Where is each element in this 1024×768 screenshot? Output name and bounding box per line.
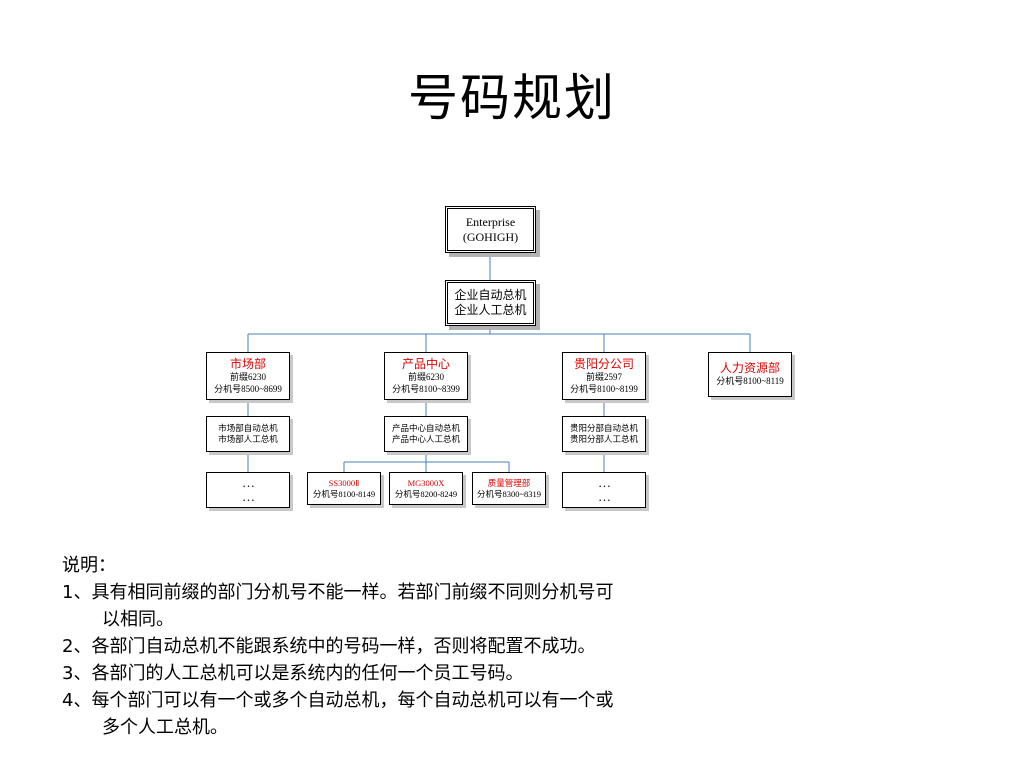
child-name: MG3000X <box>407 477 445 488</box>
dept-name: 产品中心 <box>401 357 450 372</box>
dept-prefix: 前缀2597 <box>585 372 622 383</box>
switchboard-node-guiyang-branch: 贵阳分部自动总机 贵阳分部人工总机 <box>562 416 646 452</box>
enterprise-root-node: Enterprise (GOHIGH) <box>445 206 536 253</box>
dept-prefix: 前缀6230 <box>229 372 266 383</box>
note-4: 4、每个部门可以有一个或多个自动总机，每个自动总机可以有一个或 <box>62 690 614 711</box>
manual-switchboard-label: 市场部人工总机 <box>218 434 278 444</box>
dept-extension-range: 分机号8100~8119 <box>716 376 784 387</box>
notes-heading: 说明： <box>62 555 116 576</box>
switchboard-node-product-center: 产品中心自动总机 产品中心人工总机 <box>384 416 468 452</box>
child-extension-range: 分机号8200-8249 <box>394 488 458 499</box>
child-extension-range: 分机号8300~8319 <box>476 488 542 499</box>
child-extension-range: 分机号8100-8149 <box>312 488 376 499</box>
ellipsis-line1: … <box>242 475 255 490</box>
note-1-continued: 以相同。 <box>102 609 174 630</box>
ellipsis-line2: … <box>598 489 611 504</box>
note-1: 1、具有相同前缀的部门分机号不能一样。若部门前缀不同则分机号可 <box>62 582 614 603</box>
enterprise-switchboard-line1: 企业自动总机 <box>454 288 527 302</box>
product-child-quality-dept: 质量管理部 分机号8300~8319 <box>472 472 546 505</box>
notes-section: 说明： 1、具有相同前缀的部门分机号不能一样。若部门前缀不同则分机号可 以相同。… <box>62 552 782 741</box>
product-child-mg3000x: MG3000X 分机号8200-8249 <box>389 472 463 505</box>
dept-node-product-center: 产品中心 前缀6230 分机号8100~8399 <box>384 352 468 400</box>
note-3: 3、各部门的人工总机可以是系统内的任何一个员工号码。 <box>62 663 524 684</box>
auto-switchboard-label: 贵阳分部自动总机 <box>569 423 638 434</box>
dept-extension-range: 分机号8100~8399 <box>392 383 460 394</box>
dept-extension-range: 分机号8100~8199 <box>570 383 638 394</box>
dept-node-hr: 人力资源部 分机号8100~8119 <box>708 352 792 397</box>
manual-switchboard-label: 产品中心人工总机 <box>391 434 460 444</box>
more-node-marketing: … … <box>206 472 290 508</box>
enterprise-root-line2: (GOHIGH) <box>462 229 519 244</box>
note-2: 2、各部门自动总机不能跟系统中的号码一样，否则将配置不成功。 <box>62 636 596 657</box>
dept-node-guiyang-branch: 贵阳分公司 前缀2597 分机号8100~8199 <box>562 352 646 400</box>
more-node-guiyang-branch: … … <box>562 472 646 508</box>
enterprise-switchboard-node: 企业自动总机 企业人工总机 <box>445 280 536 326</box>
dept-name: 贵阳分公司 <box>573 357 634 372</box>
switchboard-node-marketing: 市场部自动总机 市场部人工总机 <box>206 416 290 452</box>
note-4-continued: 多个人工总机。 <box>102 717 228 738</box>
enterprise-root-line1: Enterprise <box>465 214 516 229</box>
dept-node-marketing: 市场部 前缀6230 分机号8500~8699 <box>206 352 290 400</box>
ellipsis-line2: … <box>242 489 255 504</box>
child-name: SS3000Ⅱ <box>328 477 360 488</box>
manual-switchboard-label: 贵阳分部人工总机 <box>569 434 638 444</box>
dept-prefix: 前缀6230 <box>407 372 444 383</box>
auto-switchboard-label: 市场部自动总机 <box>218 423 278 434</box>
page-title: 号码规划 <box>408 69 616 127</box>
dept-name: 人力资源部 <box>719 361 780 376</box>
dept-name: 市场部 <box>229 357 266 372</box>
product-child-ss3000: SS3000Ⅱ 分机号8100-8149 <box>307 472 381 505</box>
enterprise-switchboard-line2: 企业人工总机 <box>454 303 527 317</box>
ellipsis-line1: … <box>598 475 611 490</box>
auto-switchboard-label: 产品中心自动总机 <box>391 423 460 434</box>
dept-extension-range: 分机号8500~8699 <box>214 383 282 394</box>
child-name: 质量管理部 <box>487 477 531 488</box>
